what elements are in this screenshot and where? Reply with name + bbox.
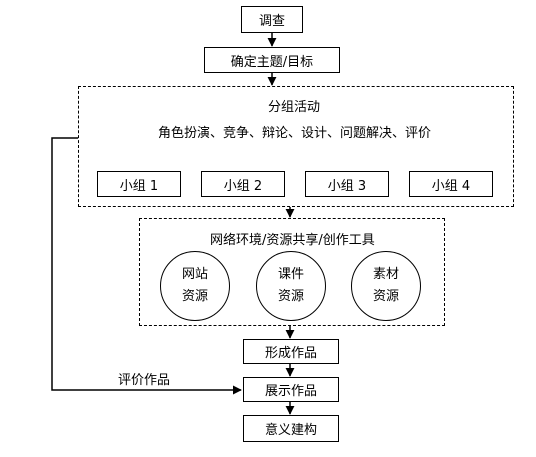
form-work-box: 形成作品 [243,339,339,364]
group-label-2: 小组 2 [223,178,263,194]
evaluate-label: 评价作品 [118,373,171,388]
meaning-box: 意义建构 [243,415,339,442]
resource-material-line1: 素材 [372,267,399,282]
environment-container [139,218,445,326]
resource-courseware-line1: 课件 [277,267,304,282]
group-activity-container [78,86,514,207]
group-label-4: 小组 4 [431,178,471,194]
show-work-label: 展示作品 [264,384,317,399]
resource-website-line1: 网站 [181,267,208,282]
group-box-2: 小组 2 [201,171,285,197]
group-label-3: 小组 3 [327,178,367,194]
group-box-4: 小组 4 [409,171,493,197]
survey-box: 调查 [241,6,303,33]
topic-label: 确定主题/目标 [230,54,314,70]
show-work-box: 展示作品 [243,377,339,402]
resource-material: 素材 资源 [351,251,421,321]
group-box-3: 小组 3 [305,171,389,197]
resource-courseware-line2: 资源 [277,289,304,304]
group-label-1: 小组 1 [119,178,159,194]
environment-title: 网络环境/资源共享/创作工具 [210,233,375,248]
resource-website-line2: 资源 [181,289,208,304]
group-activity-methods: 角色扮演、竞争、辩论、设计、问题解决、评价 [158,126,432,141]
meaning-label: 意义建构 [264,423,317,438]
survey-label: 调查 [258,14,285,29]
resource-material-line2: 资源 [372,289,399,304]
form-work-label: 形成作品 [264,346,317,361]
topic-box: 确定主题/目标 [204,47,340,73]
group-activity-title: 分组活动 [268,100,321,115]
resource-website: 网站 资源 [160,251,230,321]
resource-courseware: 课件 资源 [256,251,326,321]
arrow-evaluate-loop [51,137,242,395]
group-box-1: 小组 1 [97,171,181,197]
